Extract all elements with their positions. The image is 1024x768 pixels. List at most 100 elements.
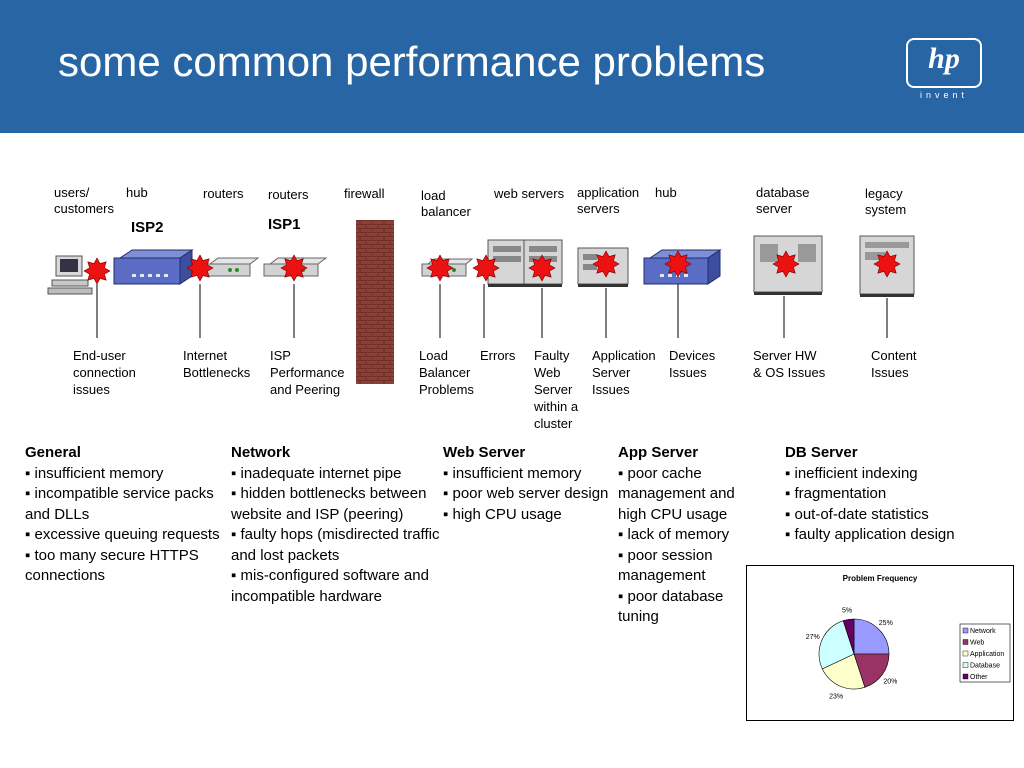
category-general: General ▪ insufficient memory ▪ incompatib…: [25, 443, 229, 587]
label-routers: routers: [268, 187, 309, 202]
legend-swatch: [962, 627, 969, 634]
category-item: ▪ insufficient memory: [443, 464, 582, 482]
issue-server-hw-os: Server HW & OS Issues: [753, 348, 826, 380]
category-item: ▪ faulty hops (misdirected traffic and l…: [231, 526, 440, 564]
category-heading: App Server: [618, 444, 699, 461]
category-item: ▪ faulty application design: [785, 526, 955, 543]
category-item: ▪ insufficient memory: [25, 464, 164, 482]
problem-burst-icon: [592, 250, 620, 278]
label-legacy-system: legacy system: [865, 186, 907, 217]
problem-burst-icon: [664, 250, 692, 278]
problem-burst-icon: [472, 254, 500, 282]
legend-label: Application: [970, 651, 1004, 658]
category-db-server: DB Server ▪ inefficient indexing ▪ fragmen…: [785, 443, 1005, 546]
problem-burst-icon: [873, 250, 901, 278]
category-item: ▪ poor cache management and high CPU usa…: [618, 464, 735, 523]
legend-swatch: [962, 662, 969, 668]
leader-lines: [96, 284, 888, 338]
category-heading: Web Server: [443, 444, 526, 461]
label-isp1: ISP1: [268, 216, 301, 233]
issue-end-user-connection: End-user connection issues: [73, 348, 136, 397]
issue-faulty-web-server: Faulty Web Server within a cluster: [534, 348, 579, 431]
category-app-server: App Server ▪ poor cache management and hi…: [618, 443, 758, 628]
pie-slice-other: [842, 618, 855, 655]
category-item: ▪ incompatible service packs and DLLs: [25, 485, 214, 523]
pie-data-label: 25%: [879, 620, 893, 627]
issue-errors: Errors: [480, 348, 516, 363]
category-item: ▪ high CPU usage: [443, 505, 562, 523]
category-item: ▪ inefficient indexing: [785, 464, 918, 482]
issue-load-balancer: Load Balancer Problems: [419, 348, 474, 397]
legend-label: Other: [970, 674, 988, 681]
category-item: ▪ hidden bottlenecks between website and…: [231, 485, 427, 523]
label-application-servers: application servers: [577, 185, 640, 216]
category-web-server: Web Server ▪ insufficient memory ▪ poor we…: [443, 443, 611, 525]
issue-isp-performance: ISP Performance and Peering: [270, 348, 345, 397]
category-item: ▪ poor web server design: [443, 485, 609, 502]
category-heading: General: [25, 444, 81, 461]
issue-application-server: Application Server Issues: [592, 348, 656, 397]
problem-burst-icon: [186, 254, 214, 282]
firewall-wall: [356, 220, 394, 384]
legend-label: Web: [970, 640, 984, 647]
category-heading: DB Server: [785, 444, 858, 461]
pie-slice-application: [821, 653, 866, 690]
category-item: ▪ excessive queuing requests: [25, 526, 220, 543]
label-database-server: database server: [756, 185, 810, 216]
slide-title: some common performance problems: [58, 38, 766, 85]
logo-tagline: invent: [919, 90, 969, 100]
router-icon: [203, 257, 260, 277]
problem-burst-icon: [280, 254, 308, 282]
category-item: ▪ too many secure HTTPS connections: [25, 546, 199, 585]
title-banner: [0, 0, 1024, 133]
pie-data-label: 23%: [829, 693, 843, 700]
legend-label: Network: [970, 628, 996, 635]
label-web-servers: web servers: [494, 186, 565, 201]
pie-data-label: 5%: [842, 608, 852, 615]
issue-content: Content Issues: [871, 348, 917, 380]
hub-icon: [113, 249, 194, 285]
label-hub: hub: [655, 185, 677, 200]
pie-data-label: 27%: [806, 634, 820, 641]
legend-label: Database: [970, 663, 1000, 670]
problem-burst-icon: [528, 254, 556, 282]
logo-mark: hp: [928, 42, 960, 75]
pie-slice-database: [818, 620, 855, 670]
label-isp2: ISP2: [131, 219, 164, 236]
problem-burst-icon: [426, 254, 454, 282]
pie-data-label: 20%: [883, 679, 897, 686]
category-item: ▪ fragmentation: [785, 485, 887, 502]
problem-burst-icon: [772, 250, 800, 278]
category-item: ▪ mis-configured software and incompatib…: [231, 567, 429, 605]
legend-swatch: [962, 650, 969, 657]
category-item: ▪ lack of memory: [618, 526, 730, 543]
label-routers: routers: [203, 186, 244, 201]
legacy-system-icon: [859, 235, 915, 297]
problem-burst-icon: [83, 257, 111, 285]
chart-title: Problem Frequency: [843, 574, 918, 583]
chart-legend: [959, 623, 1011, 683]
category-network: Network ▪ inadequate internet pipe ▪ hidde…: [231, 443, 441, 607]
user-computer-icon: [47, 255, 93, 295]
legend-swatch: [962, 673, 969, 680]
legend-swatch: [962, 639, 969, 645]
category-item: ▪ inadequate internet pipe: [231, 464, 402, 482]
label-load-balancer: load balancer: [421, 188, 471, 219]
pie-slice-network: [853, 618, 890, 655]
issue-devices: Devices Issues: [669, 348, 716, 380]
hp-logo: hp invent: [906, 38, 982, 100]
pie-slice-web: [853, 653, 890, 688]
category-item: ▪ poor database tuning: [618, 587, 724, 626]
label-firewall: firewall: [344, 186, 385, 201]
issue-internet-bottlenecks: Internet Bottlenecks: [183, 348, 251, 380]
category-heading: Network: [231, 444, 291, 461]
label-users-customers: users/ customers: [54, 185, 114, 216]
hub-icon: [643, 249, 722, 285]
network-diagram: [47, 220, 915, 384]
category-item: ▪ poor session management: [618, 546, 713, 585]
logo-badge: [906, 38, 982, 88]
label-hub: hub: [126, 185, 148, 200]
category-item: ▪ out-of-date statistics: [785, 505, 929, 523]
pie-chart: Problem Frequency 25% 20% 23% 27% 5% NetworkWe…: [806, 574, 1011, 700]
